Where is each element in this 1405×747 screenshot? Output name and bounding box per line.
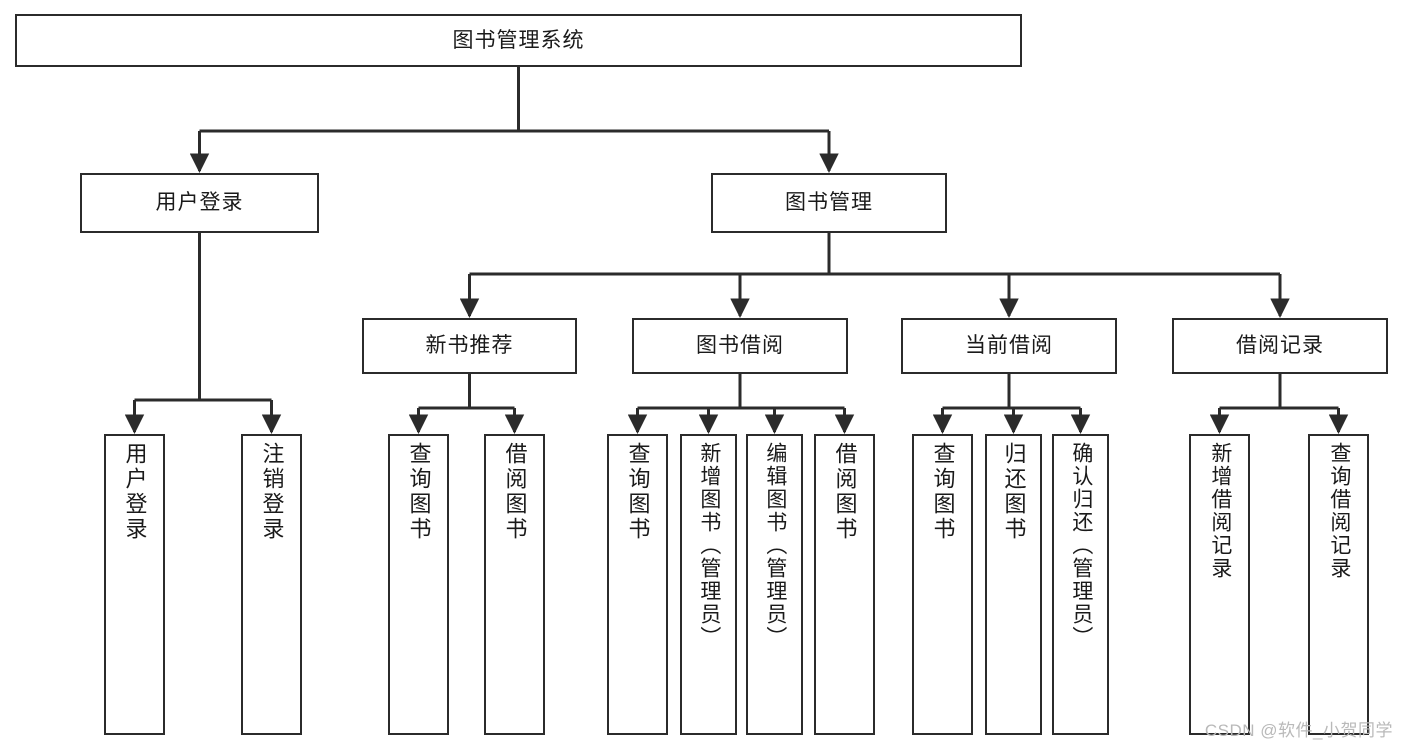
node-label: 查询图书 <box>406 442 432 542</box>
node-label: 注销登录 <box>259 442 285 542</box>
node-leaf-edit-book[interactable]: 编辑图书（管理员） <box>746 434 803 735</box>
node-label: 确认归还（管理员） <box>1069 442 1093 649</box>
node-label: 查询借阅记录 <box>1327 442 1351 580</box>
node-user-login[interactable]: 用户登录 <box>80 173 319 233</box>
node-leaf-add-borrow-record[interactable]: 新增借阅记录 <box>1189 434 1250 735</box>
node-borrow-record[interactable]: 借阅记录 <box>1172 318 1388 374</box>
node-leaf-borrow-book-recommend[interactable]: 借阅图书 <box>484 434 545 735</box>
node-leaf-borrow-book[interactable]: 借阅图书 <box>814 434 875 735</box>
node-leaf-query-book-recommend[interactable]: 查询图书 <box>388 434 449 735</box>
node-label: 新增图书（管理员） <box>697 442 721 649</box>
node-label: 查询图书 <box>930 442 956 542</box>
node-label: 编辑图书（管理员） <box>763 442 787 649</box>
node-leaf-user-login[interactable]: 用户登录 <box>104 434 165 735</box>
node-label: 图书借阅 <box>696 334 784 358</box>
node-new-book-recommend[interactable]: 新书推荐 <box>362 318 577 374</box>
node-label: 当前借阅 <box>965 334 1053 358</box>
node-label: 查询图书 <box>625 442 651 542</box>
node-book-borrow[interactable]: 图书借阅 <box>632 318 848 374</box>
node-root[interactable]: 图书管理系统 <box>15 14 1022 67</box>
node-label: 新书推荐 <box>425 334 514 358</box>
node-leaf-confirm-return[interactable]: 确认归还（管理员） <box>1052 434 1109 735</box>
node-leaf-return-book[interactable]: 归还图书 <box>985 434 1042 735</box>
node-label: 用户登录 <box>155 191 244 215</box>
node-label: 用户登录 <box>122 442 148 542</box>
node-label: 新增借阅记录 <box>1208 442 1232 580</box>
node-leaf-query-borrow-record[interactable]: 查询借阅记录 <box>1308 434 1369 735</box>
node-current-borrow[interactable]: 当前借阅 <box>901 318 1117 374</box>
node-book-manage[interactable]: 图书管理 <box>711 173 947 233</box>
node-leaf-user-logout[interactable]: 注销登录 <box>241 434 302 735</box>
node-label: 借阅图书 <box>832 442 858 542</box>
node-leaf-query-book-current[interactable]: 查询图书 <box>912 434 973 735</box>
node-label: 借阅图书 <box>502 442 528 542</box>
node-label: 借阅记录 <box>1236 334 1324 358</box>
node-label: 图书管理系统 <box>452 28 585 52</box>
node-leaf-add-book[interactable]: 新增图书（管理员） <box>680 434 737 735</box>
node-leaf-query-book-borrow[interactable]: 查询图书 <box>607 434 668 735</box>
node-label: 归还图书 <box>1001 442 1027 542</box>
node-label: 图书管理 <box>785 191 873 215</box>
